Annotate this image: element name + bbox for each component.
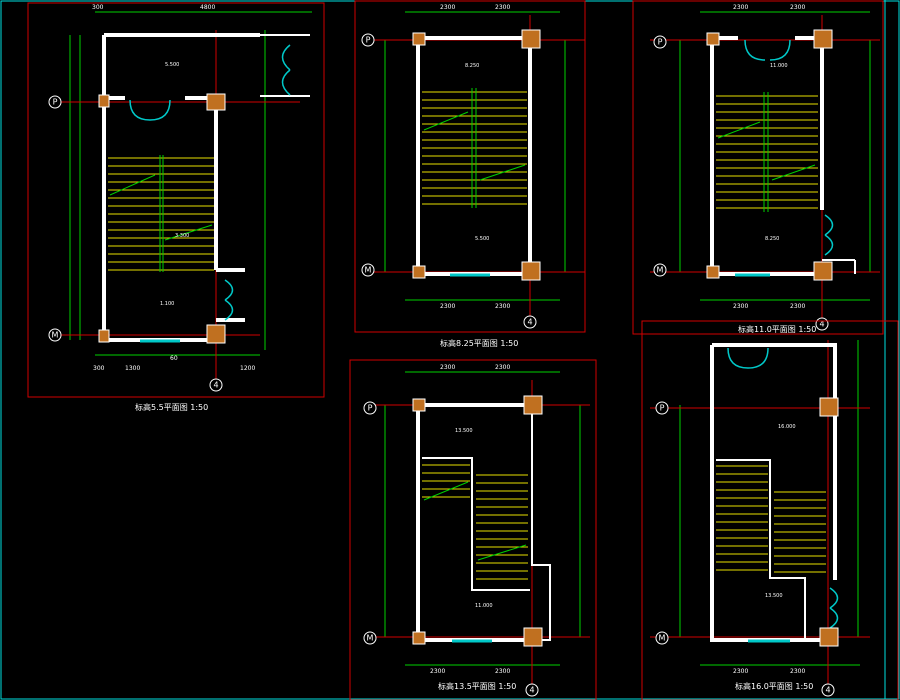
grid-bubble-axis: 4 — [527, 318, 532, 327]
bottom-dim-3: 60 — [170, 355, 178, 362]
top-dim-2: 4800 — [200, 4, 215, 11]
grid-bubble-axis: 4 — [819, 320, 824, 329]
sheet-level-11-0: 2300 2300 2300 2300 11.000 — [632, 0, 884, 335]
level-label: 11.000 — [475, 603, 493, 609]
top-dim-1: 300 — [92, 4, 104, 11]
grid-bubble-axis: 4 — [213, 381, 218, 390]
bottom-dim-2: 2300 — [495, 303, 510, 310]
bottom-dim-2: 2300 — [790, 668, 805, 675]
sheet-level-5-5: 300 4800 300 1300 60 1200 — [27, 2, 325, 412]
grid-bubble-top: P — [366, 36, 371, 45]
bottom-dim-4: 1200 — [240, 365, 255, 372]
sheet-level-16-0: 2300 2300 16.000 13.500 — [641, 320, 899, 700]
level-label: 1.100 — [160, 301, 174, 307]
level-label: 5.500 — [475, 236, 489, 242]
sheet-title: 标高8.25平面图 1:50 — [440, 338, 518, 348]
level-label: 3.300 — [175, 233, 189, 239]
bottom-dim-1: 300 — [93, 365, 105, 372]
grid-bubble-axis: 4 — [529, 686, 534, 695]
sheet-title: 标高13.5平面图 1:50 — [438, 681, 516, 691]
sheet-title: 标高5.5平面图 1:50 — [135, 402, 208, 412]
grid-bubble-axis: 4 — [825, 686, 830, 695]
bottom-dim-1: 2300 — [440, 303, 455, 310]
sheet-level-13-5: 2300 2300 2300 2300 13.500 11. — [349, 359, 597, 700]
level-label: 5.500 — [165, 62, 179, 68]
level-label: 8.250 — [765, 236, 779, 242]
grid-bubble-top: P — [660, 404, 665, 413]
top-dim-1: 2300 — [733, 4, 748, 11]
top-dim-2: 2300 — [495, 364, 510, 371]
sheet-title: 标高11.0平面图 1:50 — [738, 324, 816, 334]
grid-bubble-top: P — [368, 404, 373, 413]
level-label: 13.500 — [455, 428, 473, 434]
grid-bubble-top: P — [53, 98, 58, 107]
top-dim-2: 2300 — [790, 4, 805, 11]
bottom-dim-2: 2300 — [790, 303, 805, 310]
bottom-dim-2: 2300 — [495, 668, 510, 675]
level-label: 11.000 — [770, 63, 788, 69]
bottom-dim-1: 2300 — [733, 303, 748, 310]
level-label: 16.000 — [778, 424, 796, 430]
bottom-dim-2: 1300 — [125, 365, 140, 372]
grid-bubble-bottom: M — [659, 634, 666, 643]
grid-bubble-bottom: M — [365, 266, 372, 275]
grid-bubble-bottom: M — [52, 331, 59, 340]
grid-bubble-bottom: M — [367, 634, 374, 643]
top-dim-1: 2300 — [440, 4, 455, 11]
top-dim-2: 2300 — [495, 4, 510, 11]
grid-bubble-bottom: M — [657, 266, 664, 275]
sheet-level-8-25: 2300 2300 2300 2300 8.250 5.500 P — [354, 0, 586, 348]
bottom-dim-1: 2300 — [430, 668, 445, 675]
level-label: 8.250 — [465, 63, 479, 69]
top-dim-1: 2300 — [440, 364, 455, 371]
sheet-title: 标高16.0平面图 1:50 — [735, 681, 813, 691]
grid-bubble-top: P — [658, 38, 663, 47]
level-label: 13.500 — [765, 593, 783, 599]
bottom-dim-1: 2300 — [733, 668, 748, 675]
